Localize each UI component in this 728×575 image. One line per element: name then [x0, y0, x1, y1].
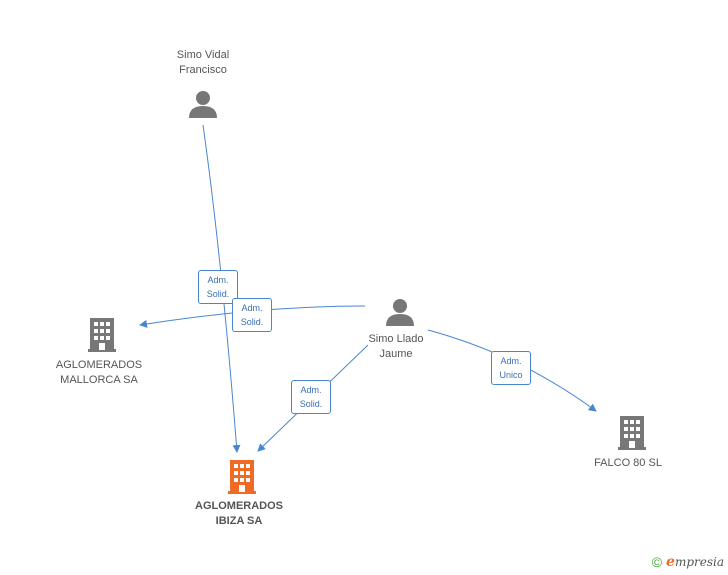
edge-role-line2: Solid.: [240, 317, 264, 327]
edge-role-line1: Adm.: [207, 275, 229, 285]
building-icon[interactable]: [227, 460, 257, 494]
copyright-icon: ©: [651, 554, 663, 570]
edge-role-line2: Unico: [499, 370, 523, 380]
edge-label-vidal-ibiza[interactable]: Adm. Solid.: [198, 270, 238, 304]
node-aglomerados-ibiza[interactable]: AGLOMERADOS IBIZA SA: [184, 499, 294, 529]
node-name-line2: MALLORCA SA: [60, 374, 138, 386]
empresia-watermark: © empresia: [652, 554, 724, 570]
node-name-line1: Simo Vidal: [176, 49, 230, 61]
edge-label-llado-ibiza[interactable]: Adm. Solid.: [291, 380, 331, 414]
brand-name: empresia: [666, 554, 724, 570]
edge-role-line1: Adm.: [300, 385, 322, 395]
person-icon[interactable]: [385, 298, 415, 326]
edge-label-llado-mallorca[interactable]: Adm. Solid.: [232, 298, 272, 332]
node-aglomerados-mallorca[interactable]: AGLOMERADOS MALLORCA SA: [44, 358, 154, 388]
edge-role-line2: Solid.: [299, 399, 323, 409]
building-icon[interactable]: [88, 318, 116, 352]
edge-label-llado-falco[interactable]: Adm. Unico: [491, 351, 531, 385]
node-simo-vidal[interactable]: Simo Vidal Francisco: [153, 48, 253, 78]
edge-role-line1: Adm.: [500, 356, 522, 366]
node-name-line1: AGLOMERADOS: [195, 500, 283, 512]
node-name-line2: IBIZA SA: [215, 515, 263, 527]
node-name-line1: Simo Llado: [368, 333, 424, 345]
node-name-line2: Jaume: [379, 348, 413, 360]
node-falco[interactable]: FALCO 80 SL: [578, 456, 678, 471]
edge-role-line2: Solid.: [206, 289, 230, 299]
building-icon[interactable]: [618, 416, 646, 450]
edge-role-line1: Adm.: [241, 303, 263, 313]
node-name-line2: Francisco: [179, 64, 227, 76]
node-name-line1: FALCO 80 SL: [594, 457, 662, 469]
node-name-line1: AGLOMERADOS: [55, 359, 143, 371]
person-icon[interactable]: [188, 90, 218, 118]
node-simo-llado[interactable]: Simo Llado Jaume: [346, 332, 446, 362]
